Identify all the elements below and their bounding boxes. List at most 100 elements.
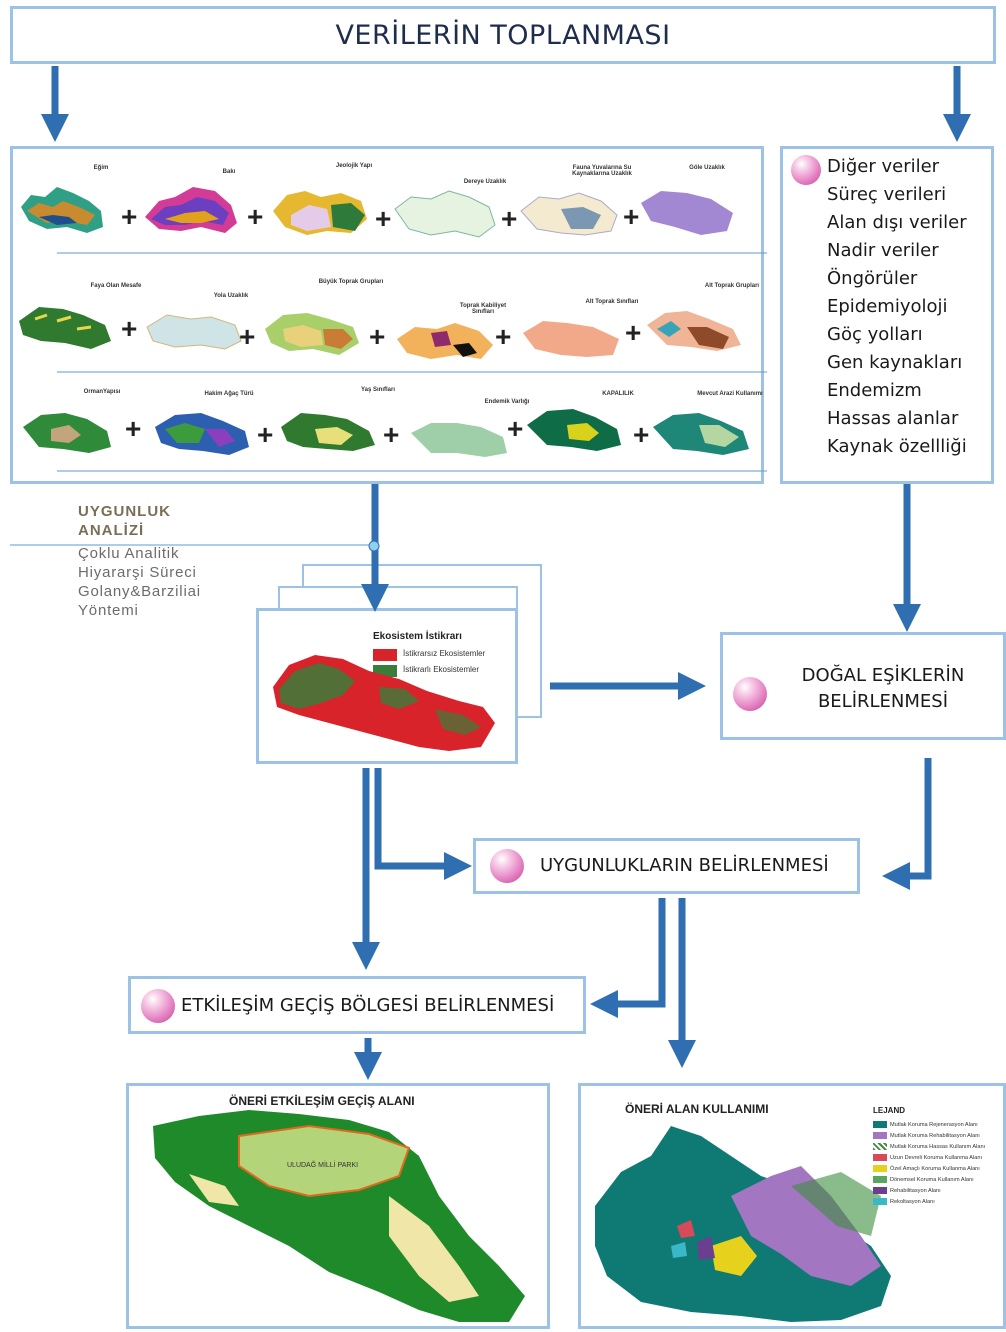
map-yas	[281, 413, 375, 451]
legend-item: Rekoltasyon Alanı	[873, 1197, 985, 1208]
legend-label: Rekoltasyon Alanı	[890, 1199, 935, 1205]
plus-sign: +	[383, 419, 400, 450]
plus-sign: +	[633, 419, 650, 450]
map-endemik	[411, 423, 507, 457]
park-label: ULUDAĞ MİLLİ PARKI	[287, 1162, 359, 1169]
map-dere	[394, 190, 496, 238]
plus-sign: +	[375, 203, 392, 234]
list-item: Göç yolları	[827, 324, 923, 345]
bullet-icon	[141, 989, 175, 1023]
suitability-label: UYGUNLUKLARIN BELİRLENMESİ	[540, 855, 829, 876]
analysis-method: Çoklu Analitik Hiyararşi Süreci Golany&B…	[78, 544, 278, 620]
map-label-gol: Göle Uzaklık	[689, 165, 725, 171]
method-line: Hiyararşi Süreci	[78, 564, 197, 581]
legend-item: Dönemsel Koruma Kullanım Alanı	[873, 1175, 985, 1186]
header-box: VERİLERİN TOPLANMASI	[10, 6, 996, 64]
map-kapalilik	[527, 409, 621, 451]
map-label-jeoloji: Jeolojik Yapı	[335, 163, 373, 169]
map-alt-toprak-grup	[647, 311, 741, 351]
result-right-title: ÖNERİ ALAN KULLANIMI	[625, 1102, 769, 1116]
legend-label: Mutlak Koruma Rehabilitasyon Alanı	[890, 1133, 980, 1139]
list-item: Süreç verileri	[827, 184, 947, 205]
list-item: Alan dışı veriler	[827, 212, 967, 233]
map-label-egim: Eğim	[93, 165, 109, 171]
other-data-panel: Diğer veriler Süreç verileri Alan dışı v…	[780, 146, 994, 484]
ecosystem-map	[273, 655, 495, 751]
list-item: Endemizm	[827, 380, 922, 401]
map-label-dere: Dereye Uzaklık	[463, 179, 507, 185]
interaction-zone-box: ETKİLEŞİM GEÇİŞ BÖLGESİ BELİRLENMESİ	[128, 976, 586, 1034]
ecosystem-map-panel: Ekosistem İstikrarı İstikrarsız Ekosiste…	[256, 608, 518, 764]
map-fauna	[520, 192, 618, 236]
analysis-title: UYGUNLUK	[78, 503, 171, 520]
natural-thresholds-label: DOĞAL EŞİKLERİN BELİRLENMESİ	[777, 663, 989, 715]
legend-item: Rehabilitasyon Alanı	[873, 1186, 985, 1197]
suitability-box: UYGUNLUKLARIN BELİRLENMESİ	[473, 838, 860, 894]
input-maps-drawing	[19, 187, 767, 472]
plus-sign: +	[369, 321, 386, 352]
legend-item: Mutlak Koruma Rejenerasyon Alanı	[873, 1120, 985, 1131]
map-label-agac: Hakim Ağaç Türü	[204, 391, 254, 397]
interaction-zone-label: ETKİLEŞİM GEÇİŞ BÖLGESİ BELİRLENMESİ	[181, 995, 555, 1016]
legend-item: Mutlak Koruma Hassas Kullanım Alanı	[873, 1142, 985, 1153]
map-label-alt-toprak-sinif: Alt Toprak Sınıfları	[585, 299, 639, 305]
legend-panel: Mutlak Koruma Rejenerasyon Alanı Mutlak …	[873, 1120, 985, 1208]
map-label-orman: OrmanYapısı	[83, 389, 121, 395]
legend-swatch	[873, 1165, 887, 1173]
map-label-yas: Yaş Sınıfları	[360, 387, 396, 393]
legend-swatch	[873, 1143, 887, 1151]
list-item: Gen kaynakları	[827, 352, 963, 373]
legend-swatch	[873, 1187, 887, 1195]
plus-sign: +	[125, 413, 142, 444]
transition-map	[153, 1110, 525, 1322]
map-arazi	[653, 413, 749, 455]
legend-swatch	[873, 1176, 887, 1184]
legend-swatch	[373, 649, 397, 661]
map-label-fay: Faya Olan Mesafe	[90, 283, 142, 289]
plus-sign: +	[495, 321, 512, 352]
map-toprak-kabiliyet	[397, 323, 493, 359]
input-maps-panel: Eğim Bakı Jeolojik Yapı Dereye Uzaklık F…	[10, 146, 767, 484]
label-line: BELİRLENMESİ	[817, 691, 949, 712]
other-data-list: Diğer veriler Süreç verileri Alan dışı v…	[827, 153, 967, 461]
plus-sign: +	[501, 203, 518, 234]
list-item: Diğer veriler	[827, 156, 940, 177]
list-item: Nadir veriler	[827, 240, 939, 261]
plus-sign: +	[247, 201, 264, 232]
bullet-icon	[490, 849, 524, 883]
plus-sign: +	[121, 201, 138, 232]
natural-thresholds-box: DOĞAL EŞİKLERİN BELİRLENMESİ	[720, 632, 1006, 740]
plus-sign: +	[121, 313, 138, 344]
legend-label: Uzun Devreli Koruma Kullanma Alanı	[890, 1155, 983, 1161]
map-label-alt-toprak-grup: Alt Toprak Grupları	[704, 283, 760, 289]
suitability-analysis-label: UYGUNLUK ANALİZİ Çoklu Analitik Hiyararş…	[78, 502, 278, 620]
bullet-icon	[733, 677, 767, 711]
label-line: DOĞAL EŞİKLERİN	[801, 665, 965, 686]
map-orman	[23, 413, 111, 453]
legend-label: İstikrarsız Ekosistemler	[403, 649, 486, 658]
proposed-land-use-panel: ÖNERİ ALAN KULLANIMI LEJAND Mutlak Korum…	[578, 1083, 1006, 1329]
method-line: Çoklu Analitik	[78, 545, 180, 562]
legend-item: Uzun Devreli Koruma Kullanma Alanı	[873, 1153, 985, 1164]
result-left-title: ÖNERİ ETKİLEŞİM GEÇİŞ ALANI	[229, 1094, 415, 1108]
plus-sign: +	[625, 317, 642, 348]
map-label-yol: Yola Uzaklık	[213, 293, 249, 299]
map-gol	[641, 191, 733, 235]
legend-swatch	[873, 1154, 887, 1162]
map-alt-toprak-sinif	[523, 321, 619, 357]
plus-sign: +	[623, 201, 640, 232]
list-item: Hassas alanlar	[827, 408, 959, 429]
legend-label: Özel Amaçlı Koruma Kullanma Alanı	[890, 1166, 980, 1172]
map-label-buyuk-toprak: Büyük Toprak Grupları	[318, 279, 384, 285]
legend-label: Dönemsel Koruma Kullanım Alanı	[890, 1177, 974, 1183]
plus-sign: +	[239, 321, 256, 352]
map-baki	[145, 187, 237, 233]
map-label-baki: Bakı	[222, 169, 236, 175]
legend-label: Rehabilitasyon Alanı	[890, 1188, 941, 1194]
list-item: Epidemiyoloji	[827, 296, 948, 317]
legend-swatch	[873, 1198, 887, 1206]
legend-label: Mutlak Koruma Hassas Kullanım Alanı	[890, 1144, 986, 1150]
method-line: Golany&Barziliai	[78, 583, 201, 600]
legend-title: LEJAND	[873, 1106, 906, 1115]
proposed-transition-map-panel: ÖNERİ ETKİLEŞİM GEÇİŞ ALANI ULUDAĞ MİLLİ…	[126, 1083, 550, 1329]
